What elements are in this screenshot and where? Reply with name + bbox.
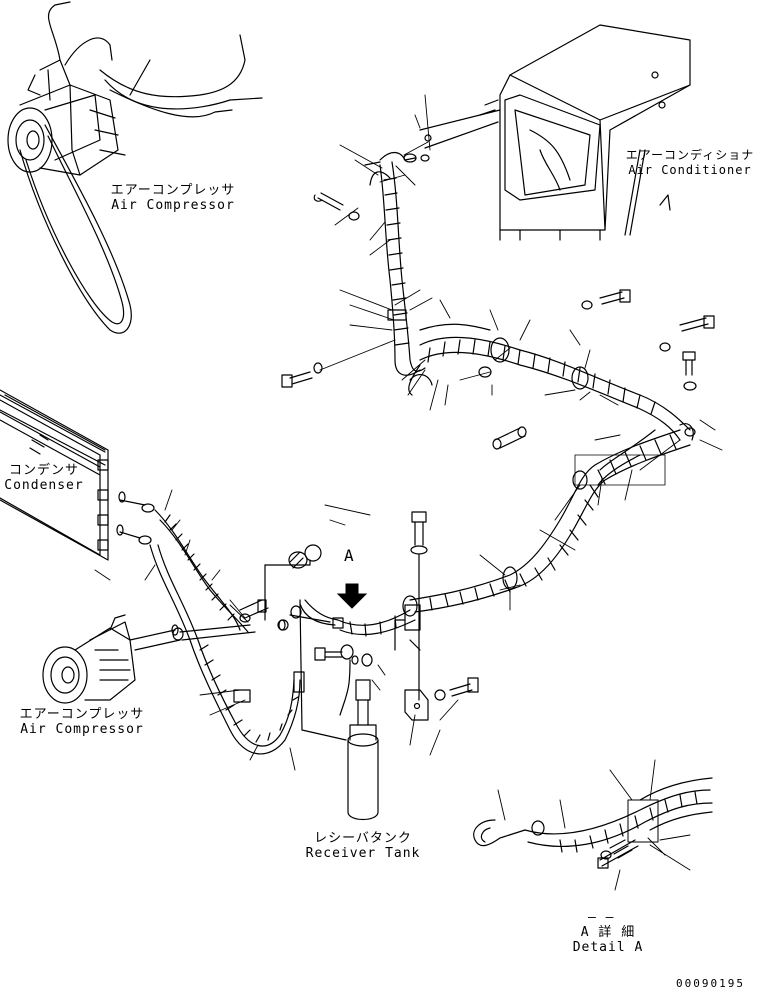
compressor-top-en: Air Compressor bbox=[111, 198, 235, 213]
receiver-tank-drawing bbox=[264, 551, 421, 821]
compressor-bottom-drawing bbox=[42, 614, 256, 704]
air-conditioner-jp: エアーコンディショナ bbox=[625, 148, 755, 162]
detail-a-dash: – – bbox=[588, 910, 615, 925]
air-conditioner-drawing bbox=[419, 24, 691, 241]
compressor-top-jp: エアーコンプレッサ bbox=[110, 183, 236, 198]
receiver-tank-jp: レシーバタンク bbox=[314, 831, 412, 846]
receiver-tank-en: Receiver Tank bbox=[305, 846, 421, 861]
detail-a-jp: A 詳 細 bbox=[580, 925, 636, 940]
condenser-drawing bbox=[0, 389, 305, 755]
detail-a-en: Detail A bbox=[572, 940, 644, 955]
figure-code: 00090195 bbox=[676, 977, 745, 990]
condenser-label: コンデンサ Condenser bbox=[2, 463, 86, 493]
compressor-bottom-jp: エアーコンプレッサ bbox=[19, 707, 145, 722]
detail-a-drawing bbox=[473, 777, 713, 869]
right-hose-drawing bbox=[402, 429, 691, 617]
compressor-top-drawing bbox=[7, 1, 263, 334]
detail-a-label: – – A 詳 細 Detail A bbox=[560, 910, 656, 955]
compressor-bottom-label: エアーコンプレッサ Air Compressor bbox=[14, 707, 150, 737]
air-conditioner-label: エアーコンディショナ Air Conditioner bbox=[622, 148, 758, 178]
condenser-jp: コンデンサ bbox=[8, 463, 79, 478]
leader-lines bbox=[94, 94, 723, 891]
view-arrow-letter: A bbox=[344, 546, 355, 565]
center-fasteners-drawing bbox=[404, 511, 479, 721]
receiver-tank-label: レシーバタンク Receiver Tank bbox=[298, 831, 428, 861]
compressor-bottom-en: Air Compressor bbox=[20, 722, 144, 737]
air-conditioner-en: Air Conditioner bbox=[628, 163, 752, 177]
upper-fasteners-drawing bbox=[281, 192, 715, 450]
condenser-en: Condenser bbox=[4, 478, 84, 493]
compressor-top-label: エアーコンプレッサ Air Compressor bbox=[108, 183, 238, 213]
upper-hose-drawing bbox=[364, 151, 691, 441]
connector-drawing bbox=[239, 544, 322, 623]
o-rings-drawing bbox=[116, 491, 359, 665]
view-arrow bbox=[336, 583, 368, 609]
